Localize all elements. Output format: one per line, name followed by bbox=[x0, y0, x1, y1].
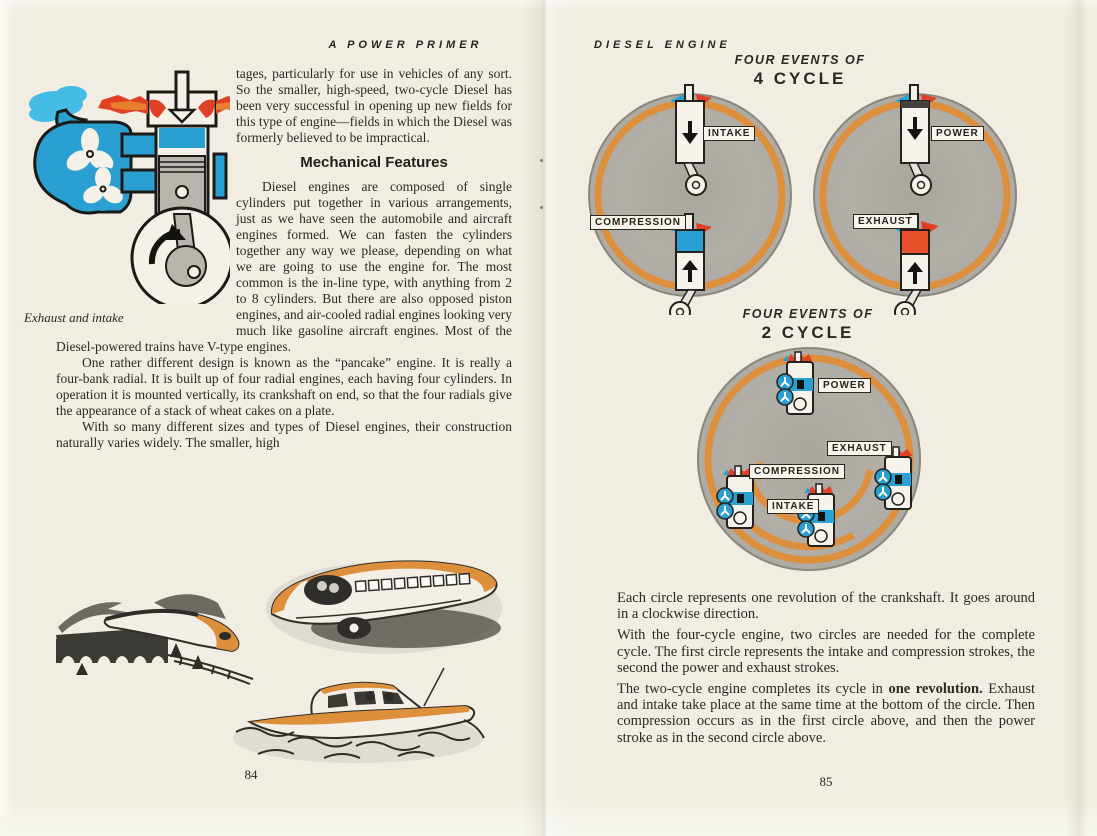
intake-label: INTAKE bbox=[767, 499, 820, 514]
disc-texture bbox=[589, 94, 791, 296]
crankcase bbox=[130, 206, 234, 310]
engine-cross-section-illustration bbox=[29, 70, 252, 310]
running-head-right: DIESEL ENGINE bbox=[594, 39, 731, 51]
compression-engine-icon bbox=[716, 465, 754, 529]
figure-caption: Exhaust and intake bbox=[24, 310, 124, 325]
two-cycle-engine-figure: Exhaust and intake bbox=[18, 64, 252, 326]
disc-texture bbox=[814, 94, 1016, 296]
compression-label: COMPRESSION bbox=[749, 464, 846, 479]
page-number-left: 84 bbox=[244, 767, 258, 782]
intake-air-puff bbox=[29, 86, 87, 122]
paragraph: One rather different design is known as … bbox=[56, 355, 512, 418]
paragraph: With the four-cycle engine, two circles … bbox=[617, 627, 1035, 676]
blower-rotor bbox=[81, 167, 125, 211]
intake-label: INTAKE bbox=[703, 126, 756, 141]
exhaust-port bbox=[198, 99, 215, 118]
page-fold-right bbox=[1066, 0, 1088, 836]
exhaust-label: EXHAUST bbox=[853, 214, 918, 229]
streamlined-bus-illustration bbox=[266, 560, 502, 654]
page-edge-bottom bbox=[0, 798, 1097, 836]
motorboat-illustration bbox=[233, 667, 485, 763]
page-edge-top bbox=[0, 0, 1097, 10]
power-label: POWER bbox=[818, 378, 871, 393]
compression-label: COMPRESSION bbox=[590, 215, 687, 230]
piston bbox=[158, 155, 206, 215]
paragraph: Diesel engines are composed of single cy… bbox=[56, 179, 513, 354]
scan-speck bbox=[540, 206, 543, 209]
page-edge-left bbox=[0, 0, 14, 836]
page-gutter bbox=[522, 0, 566, 836]
two-cycle-title: FOUR EVENTS OF 2 CYCLE bbox=[698, 307, 918, 343]
intake-cylinder-icon bbox=[670, 84, 712, 196]
running-head-left: A POWER PRIMER bbox=[328, 39, 483, 51]
bold-phrase: one revolution. bbox=[888, 681, 983, 698]
streamlined-train-illustration bbox=[56, 594, 254, 685]
paragraph: The two-cycle engine completes its cycle… bbox=[617, 681, 1035, 746]
paragraph-text: Exhaust and intake take place at the sam… bbox=[617, 681, 1035, 746]
figure-spacer bbox=[56, 66, 236, 328]
power-engine-icon bbox=[776, 351, 814, 415]
two-cycle-title-line1: FOUR EVENTS OF bbox=[742, 307, 874, 321]
exhaust-engine-icon bbox=[874, 446, 913, 510]
page-number-right: 85 bbox=[819, 774, 833, 789]
exhaust-port bbox=[149, 99, 166, 118]
two-cycle-title-line2: 2 CYCLE bbox=[761, 323, 855, 342]
four-cycle-title-line1: FOUR EVENTS OF bbox=[734, 53, 866, 67]
paragraph: With so many different sizes and types o… bbox=[56, 419, 512, 450]
four-cycle-circle-2 bbox=[813, 84, 1017, 315]
paragraph-text: The two-cycle engine completes its cycle… bbox=[617, 681, 889, 698]
two-cycle-circle bbox=[697, 347, 921, 571]
blower-rotor bbox=[65, 128, 115, 179]
scan-speck bbox=[540, 159, 543, 162]
section-heading: Mechanical Features bbox=[300, 154, 448, 171]
paragraph: Each circle represents one revolution of… bbox=[617, 590, 1035, 623]
power-label: POWER bbox=[931, 126, 984, 141]
air-pocket bbox=[212, 152, 228, 200]
four-cycle-title-line2: 4 CYCLE bbox=[753, 69, 847, 88]
exhaust-label: EXHAUST bbox=[827, 441, 892, 456]
four-cycle-title: FOUR EVENTS OF 4 CYCLE bbox=[690, 53, 910, 89]
right-page-text: Each circle represents one revolution of… bbox=[617, 590, 1035, 751]
scavenge-air bbox=[159, 128, 205, 148]
four-cycle-circle-1 bbox=[588, 84, 792, 315]
power-cylinder-icon bbox=[895, 84, 937, 196]
left-page-text: tages, particularly for use in vehicles … bbox=[56, 66, 512, 451]
paragraph-continued: tages, particularly for use in vehicles … bbox=[236, 66, 512, 145]
valve-head bbox=[166, 108, 198, 124]
